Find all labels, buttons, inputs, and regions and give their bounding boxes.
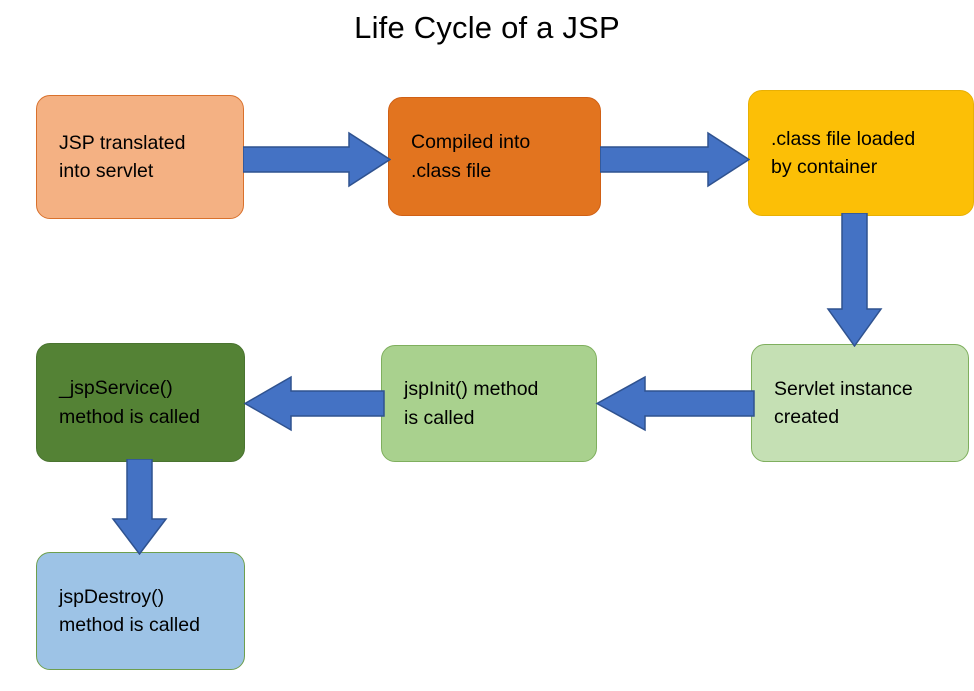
- node-jsp-translated[interactable]: JSP translated into servlet: [36, 95, 244, 219]
- arrow-left-icon-init-to-service: [243, 375, 385, 432]
- arrow-down-icon-service-to-destroy: [111, 459, 169, 555]
- arrow-right-icon-compile-to-load: [600, 131, 750, 188]
- arrow-down-icon-load-to-instance: [826, 213, 884, 347]
- node-jspdestroy[interactable]: jspDestroy() method is called: [36, 552, 245, 670]
- page-title: Life Cycle of a JSP: [354, 10, 620, 45]
- arrow-right-icon-translate-to-compile: [243, 131, 391, 188]
- node-label: _jspService() method is called: [59, 377, 200, 428]
- arrow-left-icon-instance-to-init: [595, 375, 755, 432]
- node-label: Compiled into .class file: [411, 131, 531, 182]
- node-label: jspDestroy() method is called: [59, 585, 200, 636]
- node-jspservice[interactable]: _jspService() method is called: [36, 343, 245, 462]
- node-servlet-instance[interactable]: Servlet instance created: [751, 344, 969, 462]
- node-label: Servlet instance created: [774, 377, 913, 428]
- node-jspinit[interactable]: jspInit() method is called: [381, 345, 597, 462]
- node-label: .class file loaded by container: [771, 127, 916, 178]
- node-label: jspInit() method is called: [404, 378, 539, 429]
- node-class-loaded[interactable]: .class file loaded by container: [748, 90, 974, 216]
- node-label: JSP translated into servlet: [59, 131, 186, 182]
- node-compiled-class[interactable]: Compiled into .class file: [388, 97, 601, 216]
